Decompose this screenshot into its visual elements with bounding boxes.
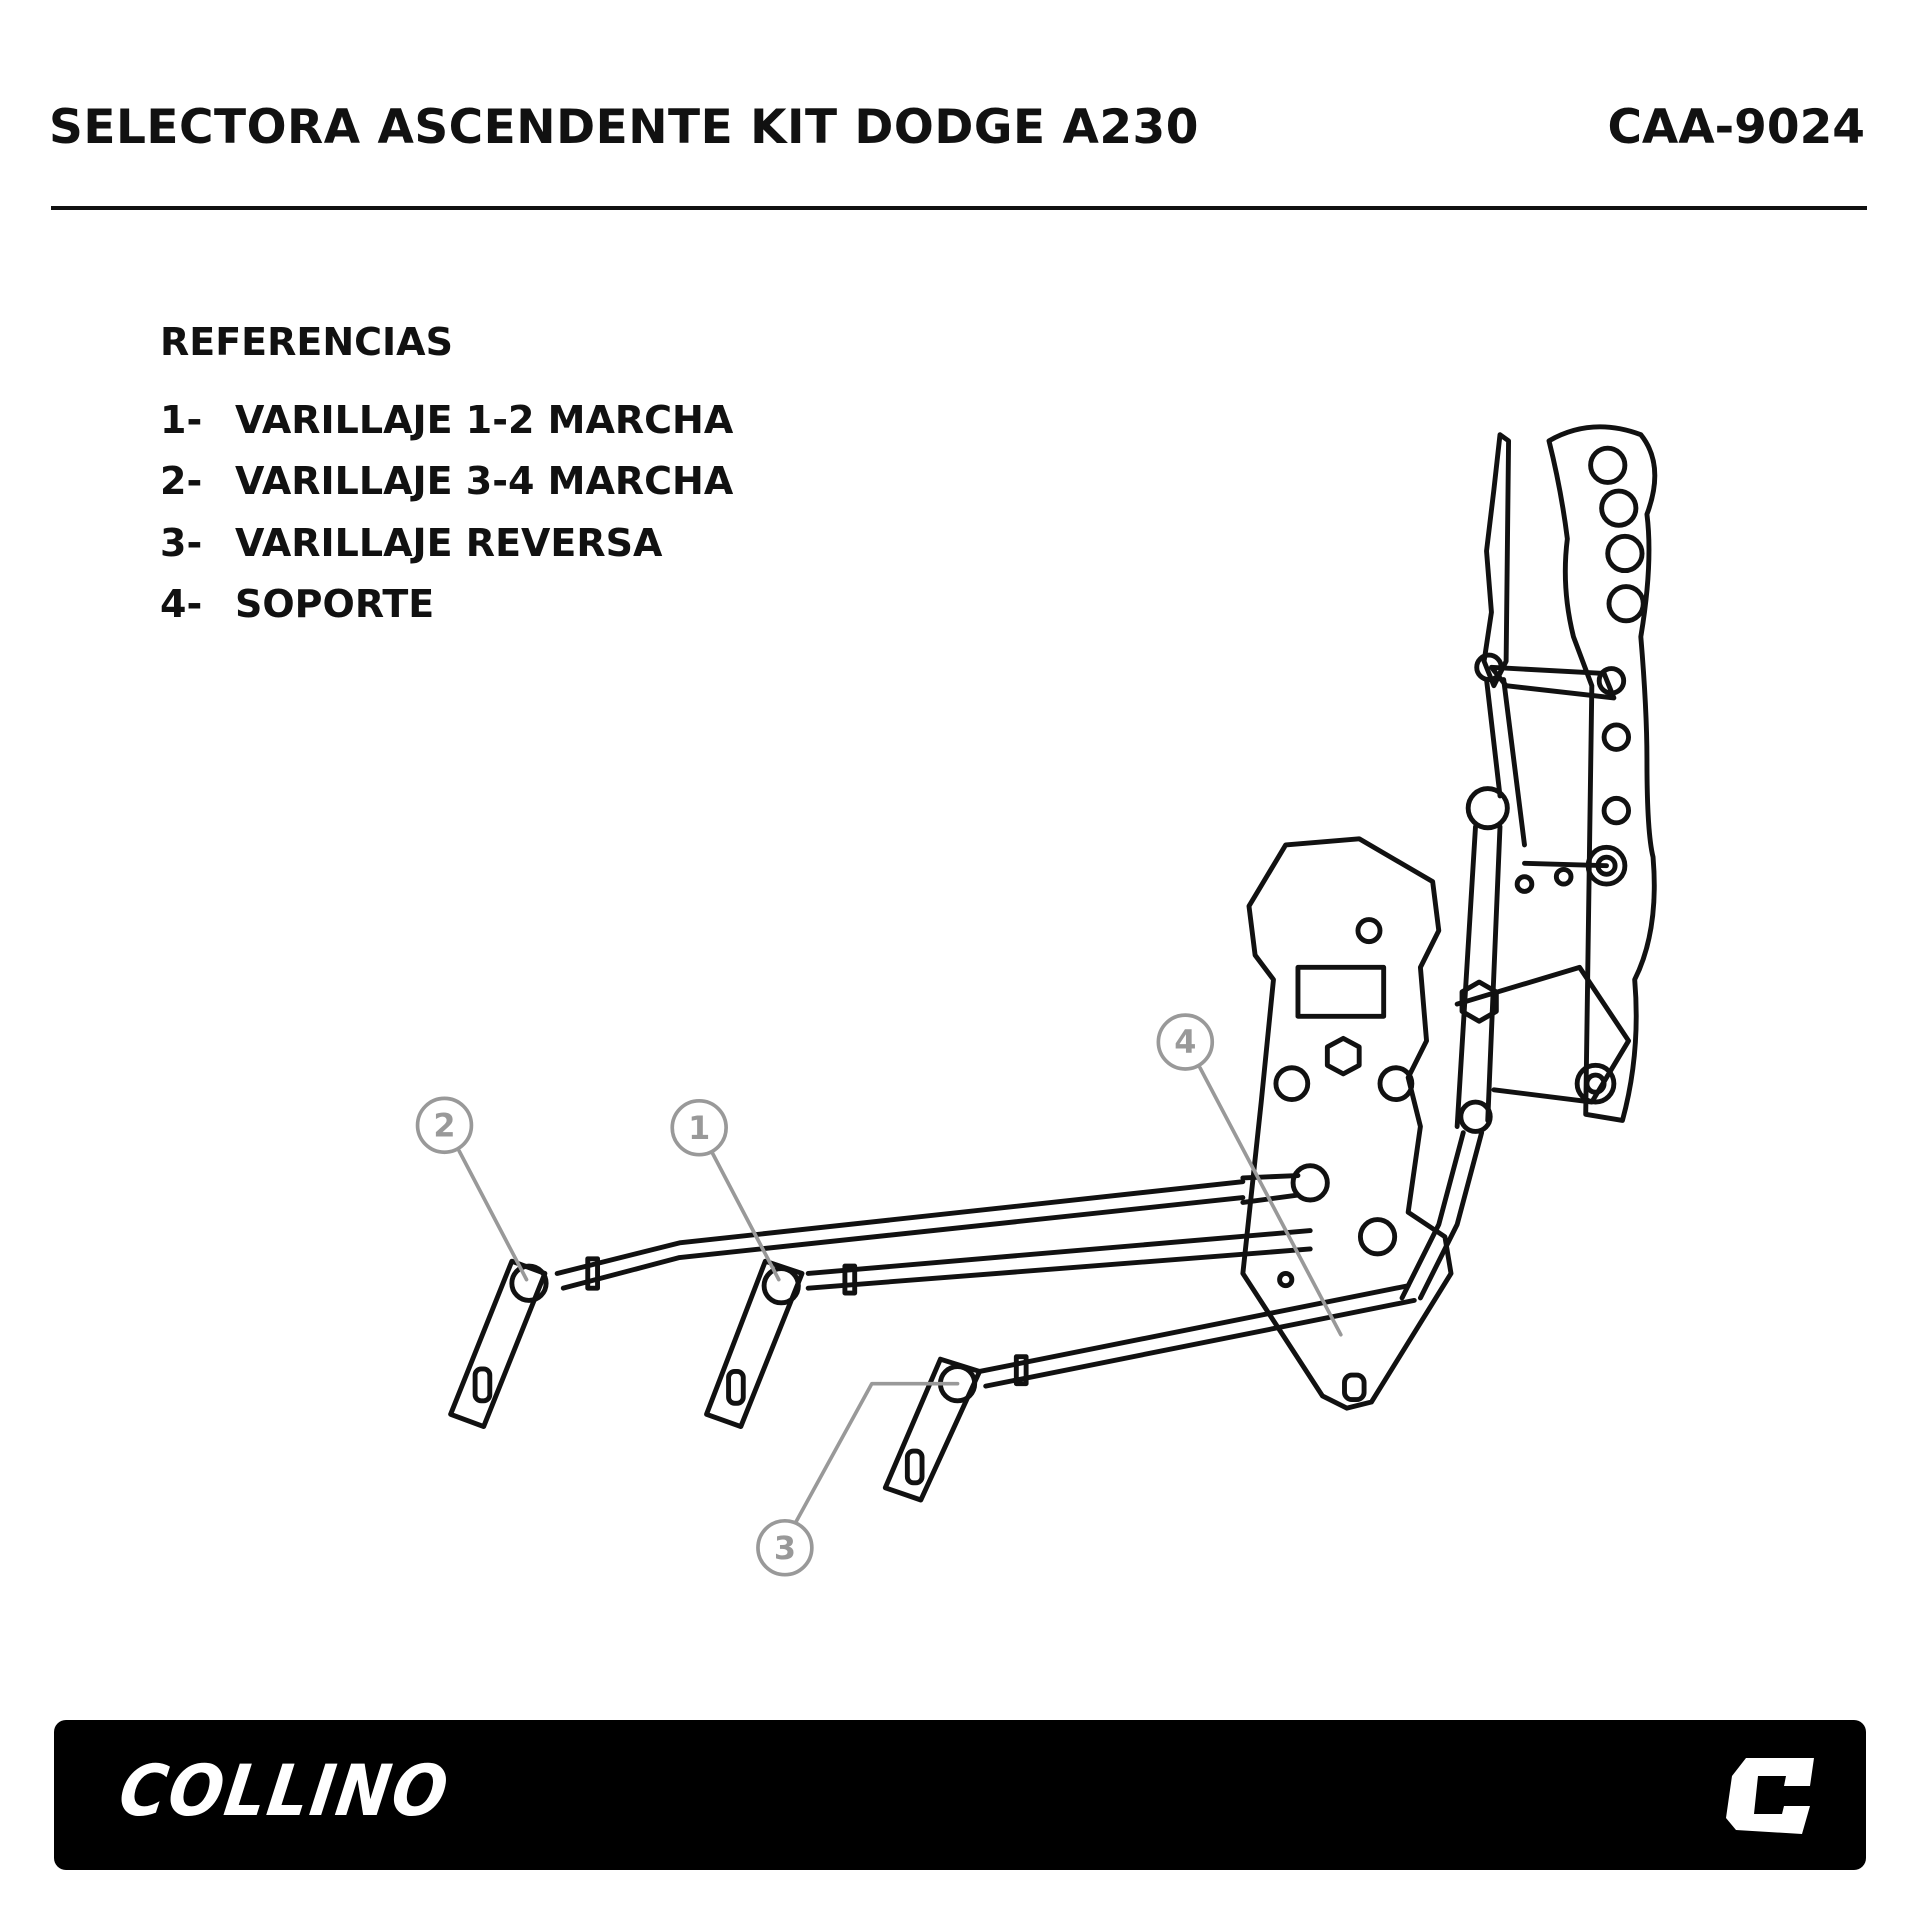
reference-item: 1- VARILLAJE 1-2 MARCHA	[160, 398, 733, 442]
footer-bar: COLLINO	[54, 1720, 1866, 1870]
callout-3-label: 3	[774, 1529, 796, 1567]
brand-logo: COLLINO	[114, 1751, 455, 1833]
rod-reverse	[977, 1283, 1417, 1389]
reference-number: 1-	[160, 398, 203, 442]
reference-number: 2-	[160, 459, 203, 503]
reference-item: 2- VARILLAJE 3-4 MARCHA	[160, 459, 733, 503]
callout-leaders	[457, 1065, 1343, 1524]
rod-3-4	[554, 1163, 1330, 1291]
reference-label: VARILLAJE 1-2 MARCHA	[235, 398, 734, 442]
shift-levers	[448, 1258, 983, 1503]
reference-number: 4-	[160, 582, 203, 626]
rod-1-2	[805, 1217, 1398, 1296]
page-title: SELECTORA ASCENDENTE KIT DODGE A230	[49, 100, 1199, 155]
vertical-linkage	[1399, 786, 1510, 1301]
callout-1	[670, 1098, 728, 1157]
brand-c-mark-icon	[1726, 1758, 1814, 1834]
reference-item: 4- SOPORTE	[160, 582, 434, 626]
header-divider	[51, 206, 1867, 210]
callout-1-label: 1	[688, 1109, 710, 1147]
callout-4-label: 4	[1174, 1023, 1196, 1061]
reference-label: VARILLAJE 3-4 MARCHA	[235, 459, 734, 503]
shifter-handle	[1474, 424, 1658, 1123]
reference-label: VARILLAJE REVERSA	[235, 521, 663, 565]
reference-number: 3-	[160, 521, 203, 565]
callout-2	[415, 1096, 474, 1155]
callout-3	[756, 1518, 814, 1577]
reference-item: 3- VARILLAJE REVERSA	[160, 521, 662, 565]
product-code: CAA-9024	[1607, 100, 1865, 155]
callout-2-label: 2	[433, 1106, 455, 1144]
references-heading: REFERENCIAS	[160, 320, 453, 364]
support-bracket	[1240, 836, 1632, 1411]
reference-label: SOPORTE	[235, 582, 435, 626]
callout-4	[1156, 1013, 1215, 1071]
